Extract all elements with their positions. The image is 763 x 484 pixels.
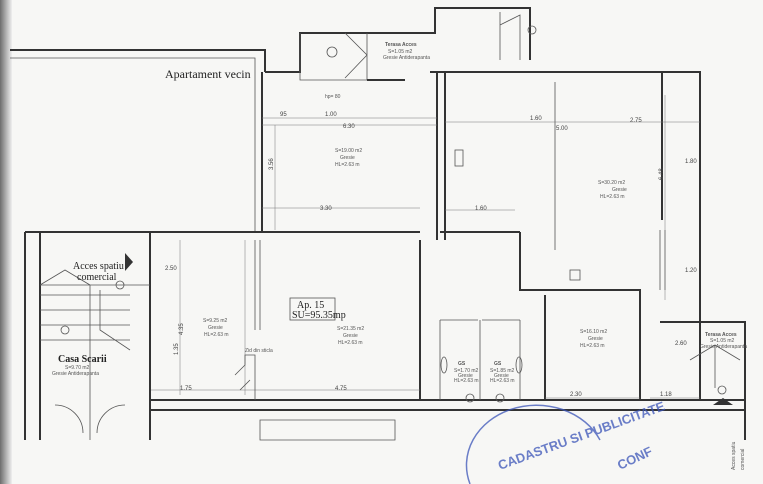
- gs1-height: HL=2.63 m: [454, 378, 479, 384]
- dim-118: 1.18: [660, 392, 672, 398]
- room-21: S=21.35 m2 Gresie HL=2.63 m Zid din stic…: [234, 240, 364, 400]
- room-30-height: HL=2.63 m: [600, 194, 625, 200]
- room-30-area: S=30.20 m2: [598, 180, 625, 186]
- gs1-area: S=1.70 m2: [454, 368, 479, 374]
- room-9: S=9.25 m2 Gresie HL=2.63 m: [203, 318, 229, 338]
- room-30: S=30.20 m2 Gresie HL=2.63 m: [598, 180, 627, 200]
- bathroom-1: GS S=1.70 m2 Gresie HL=2.63 m: [439, 319, 523, 403]
- stairs-area: S=9.70 m2: [65, 365, 90, 371]
- dim-260: 2.60: [675, 341, 687, 347]
- cadastre-stamp: CADASTRU SI PUBLICITATE CONF: [465, 398, 667, 484]
- dim-435: 4.35: [179, 323, 185, 335]
- gs2-height: HL=2.63 m: [490, 378, 515, 384]
- neighbor-label: Apartament vecin: [165, 67, 251, 81]
- apartment-number: Ap. 15: [297, 300, 324, 311]
- room-21-area: S=21.35 m2: [337, 326, 364, 332]
- dim-180: 1.80: [685, 159, 697, 165]
- dim-250: 2.50: [165, 266, 177, 272]
- terrace-right-finish: Gresie Antiderapanta: [700, 344, 747, 350]
- apartment-usable-area: SU=95.35mp: [292, 310, 346, 321]
- room-21-finish: Gresie: [343, 333, 358, 339]
- terrace-top-area: S=1.05 m2: [388, 49, 413, 55]
- dimension-lines: 95 1.00 6.30 1.60 5.00 2.75 3.30 1.60 1.…: [150, 95, 700, 399]
- terrace-top-title: Terasa Acces: [385, 42, 417, 48]
- dim-160b: 1.60: [475, 206, 487, 212]
- stairs-title: Casa Scarii: [58, 354, 107, 365]
- room-19-area: S=19.00 m2: [335, 148, 362, 154]
- bathroom-2: GS S=1.85 m2 Gresie HL=2.63 m: [490, 361, 515, 384]
- dim-100: 1.00: [325, 112, 337, 118]
- terrace-right: Terasa Acces S=1.05 m2 Gresie Antiderapa…: [660, 321, 747, 470]
- dim-275: 2.75: [630, 118, 642, 124]
- partition-note: Zid din sticla: [245, 348, 273, 354]
- dim-160: 1.60: [530, 116, 542, 122]
- terrace-top-finish: Gresie Antiderapanta: [383, 55, 430, 61]
- dim-500: 5.00: [556, 126, 568, 132]
- room-9-area: S=9.25 m2: [203, 318, 228, 324]
- dim-230: 2.30: [570, 392, 582, 398]
- gs2-title: GS: [494, 361, 502, 367]
- room-16: S=16.10 m2 Gresie HL=2.63 m: [580, 329, 607, 349]
- stair-hall: Casa Scarii S=9.70 m2 Gresie Antiderapan…: [24, 231, 151, 440]
- dim-095: 95: [280, 112, 287, 118]
- dim-356: 3.56: [269, 158, 275, 170]
- room-16-height: HL=2.63 m: [580, 343, 605, 349]
- room-9-finish: Gresie: [208, 325, 223, 331]
- room-16-finish: Gresie: [588, 336, 603, 342]
- room-30-finish: Gresie: [612, 187, 627, 193]
- room-16-area: S=16.10 m2: [580, 329, 607, 335]
- access-arrow-icon: [125, 253, 133, 271]
- dim-648: 6.48: [659, 168, 665, 180]
- terrace-right-title: Terasa Acces: [705, 332, 737, 338]
- walls: [149, 71, 745, 441]
- access-left-line1: Acces spatiu: [73, 261, 124, 272]
- room-19-height: HL=2.63 m: [335, 162, 360, 168]
- access-left-line2: comercial: [77, 272, 117, 283]
- access-arrow-icon: [713, 398, 733, 405]
- room-9-height: HL=2.63 m: [204, 332, 229, 338]
- dim-630: 6.30: [343, 124, 355, 130]
- gs2-area: S=1.85 m2: [490, 368, 515, 374]
- room-19-finish: Gresie: [340, 155, 355, 161]
- room-19: S=19.00 m2 Gresie HL=2.63 m: [335, 148, 362, 168]
- dim-475: 4.75: [335, 386, 347, 392]
- dim-120: 1.20: [685, 268, 697, 274]
- terrace-right-area: S=1.05 m2: [710, 338, 735, 344]
- scan-edge-shadow: [0, 0, 12, 484]
- gs2-finish: Gresie: [494, 373, 509, 379]
- gs1-title: GS: [458, 361, 466, 367]
- terrace-top: Terasa Acces S=1.05 m2 Gresie Antiderapa…: [265, 7, 537, 100]
- dim-135: 1.35: [174, 343, 180, 355]
- gs1-finish: Gresie: [458, 373, 473, 379]
- apartment-label: Ap. 15 SU=95.35mp: [289, 297, 346, 321]
- stamp-text-2: CONF: [615, 444, 655, 473]
- dim-330: 3.30: [320, 206, 332, 212]
- dim-hp: hp= 80: [325, 94, 341, 100]
- room-21-height: HL=2.63 m: [338, 340, 363, 346]
- neighbor-apartment: Apartament vecin: [10, 49, 266, 232]
- access-right-line2: comercial: [740, 449, 746, 470]
- stairs-finish: Gresie Antiderapanta: [52, 371, 99, 377]
- dim-175: 1.75: [180, 386, 192, 392]
- access-right-line1: Acces spatiu: [731, 441, 737, 470]
